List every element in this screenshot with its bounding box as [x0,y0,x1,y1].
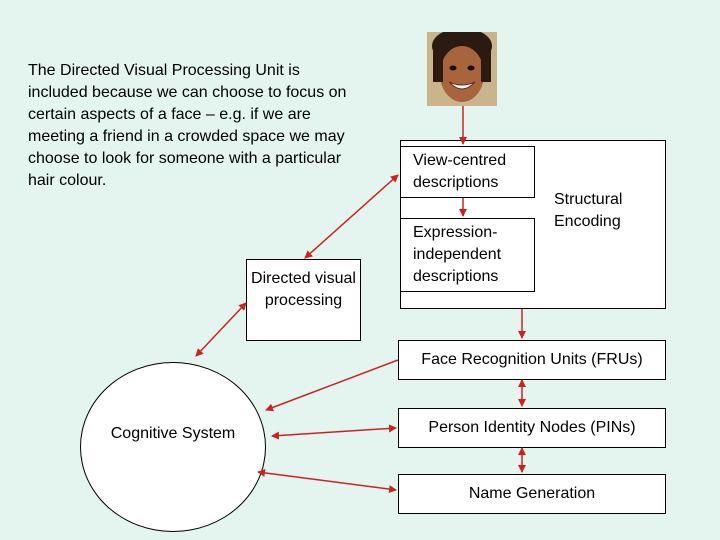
view-centred-label: View-centred descriptions [413,152,507,191]
cognitive-system-label: Cognitive System [110,425,236,442]
name-generation-label: Name Generation [468,485,596,502]
face-photo [427,32,497,106]
structural-encoding-label: Structural Encoding [554,191,623,230]
pin-label: Person Identity Nodes (PINs) [428,419,636,436]
arrow-name-cognitive [257,468,397,494]
cognitive-system-circle: Cognitive System [80,362,266,532]
expression-independent-box: Expression-independent descriptions [400,218,535,292]
explanatory-note: The Directed Visual Processing Unit is i… [28,62,347,189]
fru-box: Face Recognition Units (FRUs) [398,340,666,380]
directed-visual-box: Directed visual processing [246,259,361,341]
view-centred-box: View-centred descriptions [400,146,535,198]
directed-visual-label: Directed visual processing [251,270,356,309]
name-generation-box: Name Generation [398,474,666,514]
arrow-cognitive-directed [195,302,247,357]
expression-independent-label: Expression-independent descriptions [413,224,502,285]
arrow-fru-cognitive [265,359,399,412]
arrow-pin-cognitive [271,424,397,440]
pin-box: Person Identity Nodes (PINs) [398,408,666,448]
fru-label: Face Recognition Units (FRUs) [421,351,643,368]
